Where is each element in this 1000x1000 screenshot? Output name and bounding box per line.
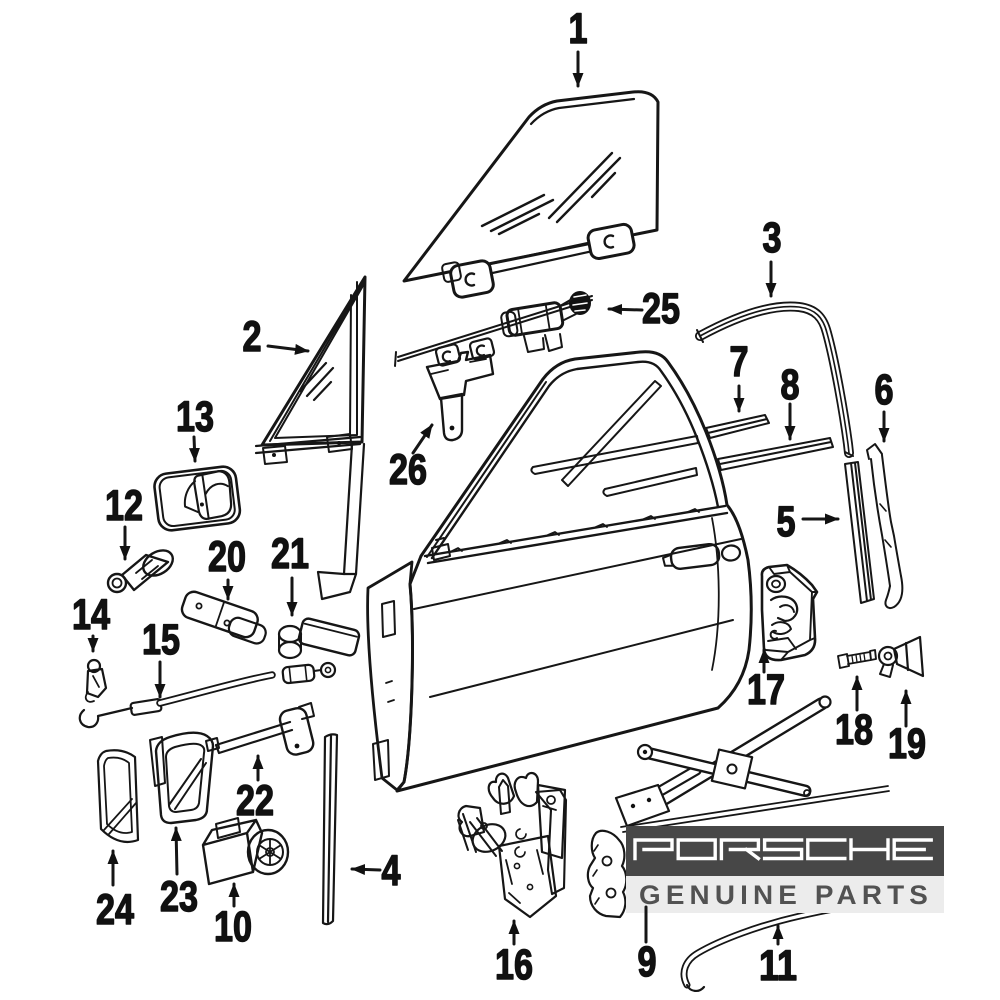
svg-text:1: 1 <box>569 5 588 53</box>
svg-text:20: 20 <box>208 533 246 581</box>
svg-text:15: 15 <box>142 616 180 664</box>
svg-text:17: 17 <box>747 666 785 714</box>
svg-text:21: 21 <box>271 530 309 578</box>
svg-text:7: 7 <box>730 338 749 386</box>
svg-text:6: 6 <box>875 366 894 414</box>
svg-text:10: 10 <box>214 903 252 951</box>
svg-text:23: 23 <box>160 873 198 921</box>
svg-text:9: 9 <box>638 938 657 986</box>
svg-text:12: 12 <box>105 482 143 530</box>
svg-text:18: 18 <box>835 706 873 754</box>
svg-text:11: 11 <box>759 942 797 990</box>
svg-text:19: 19 <box>888 720 926 768</box>
svg-text:26: 26 <box>389 446 427 494</box>
svg-text:8: 8 <box>781 361 800 409</box>
svg-text:4: 4 <box>382 847 401 895</box>
svg-text:2: 2 <box>243 313 262 361</box>
svg-text:25: 25 <box>642 285 680 333</box>
svg-text:14: 14 <box>72 591 110 639</box>
svg-text:24: 24 <box>96 886 134 934</box>
svg-text:5: 5 <box>777 498 796 546</box>
svg-text:3: 3 <box>763 214 782 262</box>
svg-text:GENUINE PARTS: GENUINE PARTS <box>639 880 933 910</box>
svg-text:22: 22 <box>236 777 274 825</box>
svg-text:13: 13 <box>176 393 214 441</box>
svg-text:16: 16 <box>495 941 533 989</box>
